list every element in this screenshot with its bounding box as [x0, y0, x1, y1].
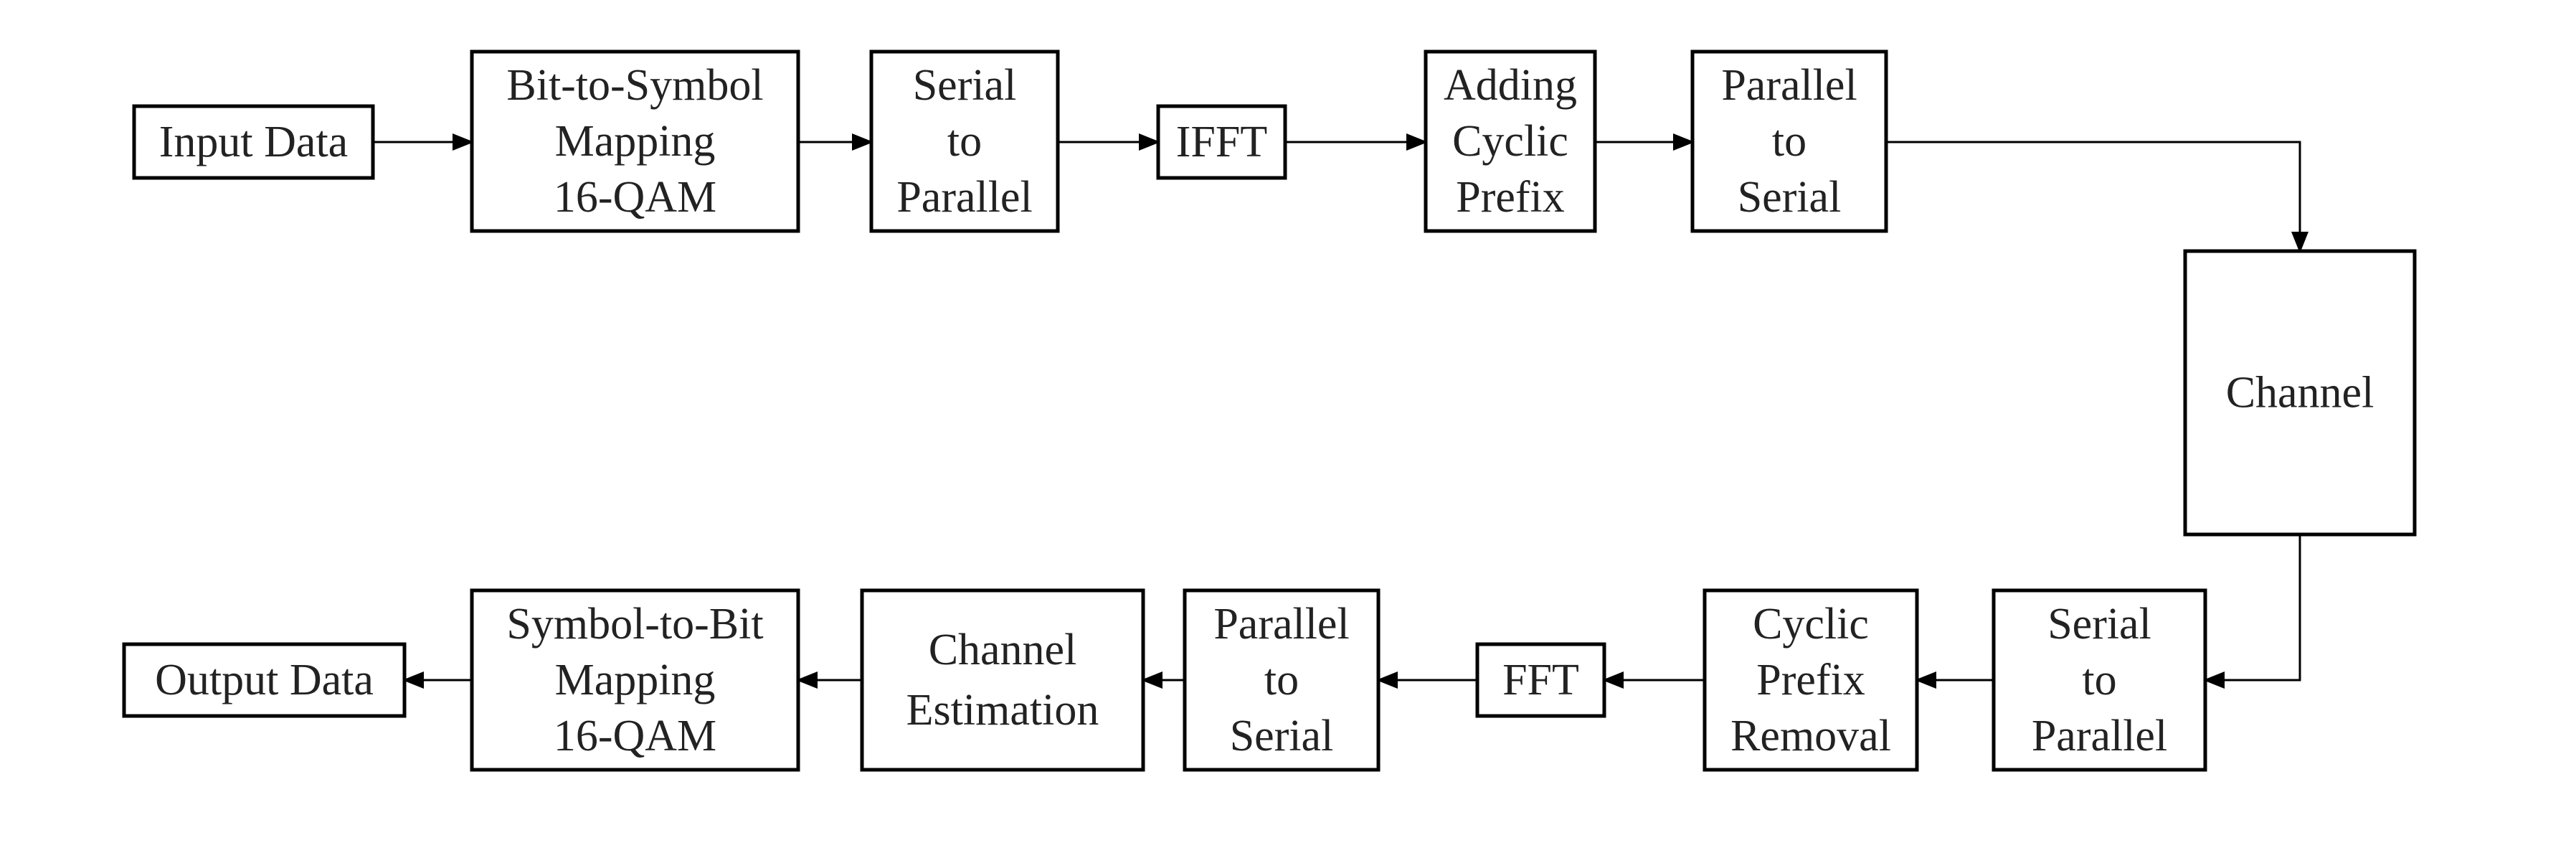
serial-to-parallel-rx-label: to	[2082, 656, 2116, 704]
serial-to-parallel-tx-box	[869, 50, 1060, 233]
bit-to-symbol-mapping-label: 16-QAM	[554, 173, 716, 222]
channel-box	[2183, 249, 2417, 537]
adding-cyclic-prefix-box	[1424, 50, 1597, 233]
parallel-to-serial-tx-label: Serial	[1738, 173, 1842, 222]
bit-to-symbol-mapping-label: Mapping	[555, 117, 716, 166]
parallel-to-serial-rx-label: Serial	[1230, 712, 1334, 760]
cyclic-prefix-removal-label: Removal	[1730, 712, 1891, 760]
output-data-label: Output Data	[155, 656, 374, 704]
adding-cyclic-prefix-label: Prefix	[1456, 173, 1565, 222]
channel-estimation-box	[860, 588, 1145, 772]
serial-to-parallel-tx-label: to	[947, 117, 982, 166]
parallel-to-serial-tx-label: to	[1772, 117, 1806, 166]
ifft-box	[1156, 104, 1287, 180]
input-data-box	[132, 104, 375, 180]
serial-to-parallel-tx-label: Serial	[913, 61, 1017, 110]
channel-label: Channel	[2226, 369, 2374, 418]
channel-estimation-label: Estimation	[906, 686, 1099, 735]
input-data-block: Input Data	[132, 104, 375, 180]
serial-to-parallel-rx-box	[1992, 588, 2207, 772]
symbol-to-bit-mapping-label: Mapping	[555, 656, 716, 704]
parallel-to-serial-tx-box	[1690, 50, 1888, 233]
parallel-to-serial-rx-label: to	[1264, 656, 1299, 704]
fft-box	[1475, 642, 1606, 718]
input-data-label: Input Data	[159, 118, 348, 166]
symbol-to-bit-mapping-label: 16-QAM	[554, 712, 716, 760]
output-data-block: Output Data	[122, 642, 407, 718]
serial-to-parallel-rx-label: Parallel	[2032, 712, 2167, 760]
bit-to-symbol-mapping-label: Bit-to-Symbol	[506, 61, 763, 110]
fft-label: FFT	[1502, 656, 1579, 704]
parallel-to-serial-rx-box	[1183, 588, 1381, 772]
adding-cyclic-prefix-label: Cyclic	[1452, 117, 1568, 166]
arrow-channel-to-serial-to-parallel-rx	[2203, 534, 2301, 689]
ifft-label: IFFT	[1176, 118, 1267, 166]
fft-block: FFT	[1475, 642, 1606, 718]
ifft-block: IFFT	[1156, 104, 1287, 180]
serial-to-parallel-rx-label: Serial	[2047, 600, 2151, 649]
serial-to-parallel-tx-label: Parallel	[896, 173, 1032, 222]
arrow-parallel-to-serial-tx-to-channel	[1886, 141, 2309, 253]
parallel-to-serial-tx-label: Parallel	[1721, 61, 1857, 110]
connections	[373, 133, 2309, 689]
symbol-to-bit-mapping-label: Symbol-to-Bit	[506, 600, 763, 649]
cyclic-prefix-removal-label: Prefix	[1756, 656, 1865, 704]
bit-to-symbol-mapping-box	[470, 50, 800, 233]
parallel-to-serial-rx-label: Parallel	[1213, 600, 1349, 649]
cyclic-prefix-removal-box	[1703, 588, 1919, 772]
cyclic-prefix-removal-label: Cyclic	[1753, 600, 1869, 649]
adding-cyclic-prefix-label: Adding	[1444, 61, 1577, 110]
output-data-box	[122, 642, 407, 718]
channel-estimation-label: Channel	[929, 626, 1077, 674]
channel-block: Channel	[2183, 249, 2417, 537]
symbol-to-bit-mapping-box	[470, 588, 800, 772]
